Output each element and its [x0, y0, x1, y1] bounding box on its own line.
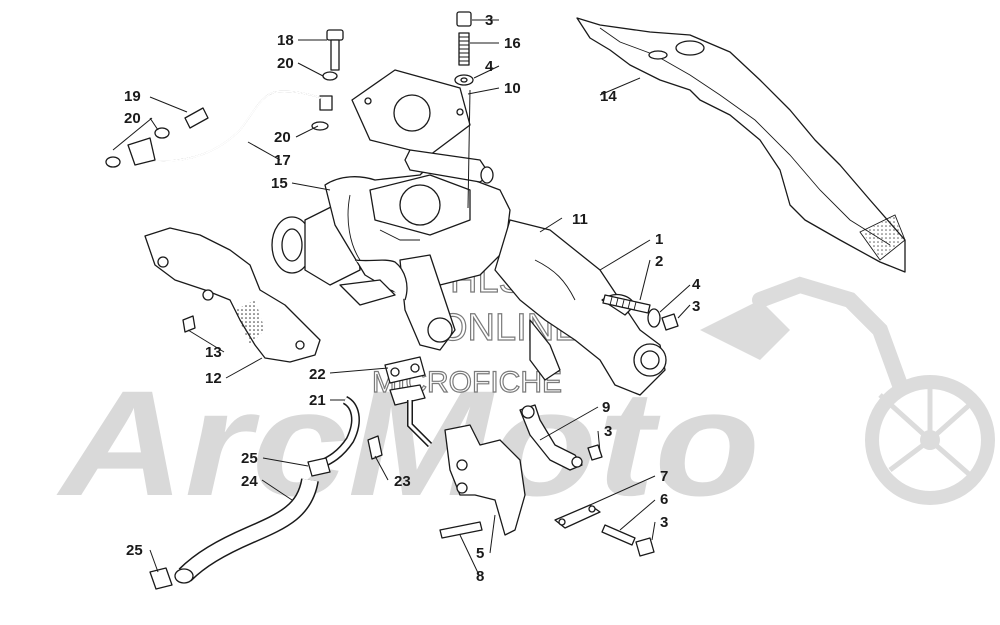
callout-16: 16 — [504, 35, 521, 52]
callout-2: 2 — [655, 253, 663, 270]
part-stud-stack-top — [454, 11, 474, 86]
callout-7: 7 — [660, 468, 668, 485]
callout-10: 10 — [504, 80, 521, 97]
watermark-motorcycle-icon — [700, 276, 995, 505]
callout-3-bottom: 3 — [660, 514, 668, 531]
part-mounting-brackets — [439, 404, 655, 557]
callout-20-left: 20 — [124, 110, 141, 127]
callout-24: 24 — [241, 473, 258, 490]
leader-lines — [112, 19, 691, 576]
callout-20-top: 20 — [277, 55, 294, 72]
callout-21: 21 — [309, 392, 326, 409]
callout-17: 17 — [274, 152, 291, 169]
callout-13: 13 — [205, 344, 222, 361]
callout-6: 6 — [660, 491, 668, 508]
callout-14: 14 — [600, 88, 617, 105]
callout-3-top: 3 — [485, 12, 493, 29]
callout-11: 11 — [572, 211, 588, 228]
callout-18: 18 — [277, 32, 294, 49]
callout-15: 15 — [271, 175, 288, 192]
part-oil-feed-line — [105, 29, 344, 168]
callout-3-mid: 3 — [604, 423, 612, 440]
callout-25-upper: 25 — [241, 450, 258, 467]
callout-12: 12 — [205, 370, 222, 387]
callout-labels: 18 20 3 16 4 10 14 19 20 20 17 15 11 1 2… — [124, 12, 701, 585]
part-stud-washer-nut-right — [602, 294, 679, 331]
callout-4-right: 4 — [692, 276, 701, 293]
callout-9: 9 — [602, 399, 610, 416]
part-turbocharger — [271, 149, 667, 396]
part-heat-shield-lower — [144, 227, 321, 363]
callout-22: 22 — [309, 366, 326, 383]
callout-5: 5 — [476, 545, 484, 562]
callout-25-lower: 25 — [126, 542, 143, 559]
part-heat-shield-upper — [576, 17, 906, 273]
callout-23: 23 — [394, 473, 411, 490]
callout-4-top: 4 — [485, 58, 494, 75]
callout-19: 19 — [124, 88, 141, 105]
part-gasket — [351, 69, 471, 156]
callout-8: 8 — [476, 568, 484, 585]
part-oil-return-hose — [149, 457, 331, 590]
callout-3-right: 3 — [692, 298, 700, 315]
part-oil-return-assembly — [317, 356, 433, 470]
callout-20-mid: 20 — [274, 129, 291, 146]
callout-1: 1 — [655, 231, 663, 248]
